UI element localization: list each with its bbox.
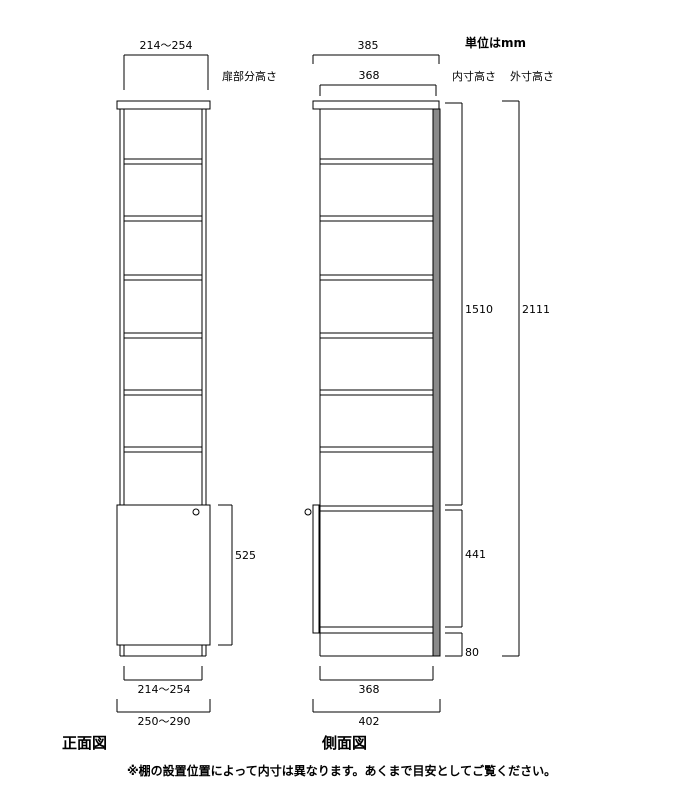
side-shelf	[319, 446, 434, 453]
upper-inner-height-value: 1510	[465, 303, 493, 316]
side-bottom-board	[319, 626, 434, 634]
side-back-panel	[432, 108, 441, 657]
side-door	[312, 504, 320, 634]
front-shelves	[123, 158, 203, 453]
side-outer-depth-label: 402	[359, 715, 380, 728]
door-height-heading: 扉部分高さ	[222, 69, 277, 83]
front-inner-width-dimension: 214～254	[123, 666, 203, 696]
side-shelf	[319, 158, 434, 165]
side-door-knob	[304, 508, 312, 516]
front-shelf	[123, 389, 203, 396]
inner-height-heading: 内寸高さ	[452, 69, 496, 83]
front-shelf	[123, 215, 203, 222]
front-shelf	[123, 274, 203, 281]
outer-height-value: 2111	[522, 303, 550, 316]
front-shelf	[123, 158, 203, 165]
plinth-height-value: 80	[465, 646, 479, 659]
side-inner-depth-top-label: 368	[359, 69, 380, 82]
front-shelf	[123, 332, 203, 339]
side-top-depth-label: 385	[358, 39, 379, 52]
side-outer-depth-dimension: 402	[312, 699, 441, 728]
front-view: 214～254 扉部分高さ 525	[62, 39, 277, 752]
side-shelf	[319, 332, 434, 339]
outer-height-heading: 外寸高さ	[510, 69, 554, 83]
door-height-value: 525	[235, 549, 256, 562]
side-cabinet-body	[319, 109, 440, 657]
front-inner-width-label: 214～254	[138, 683, 191, 696]
side-shelf	[319, 274, 434, 281]
footnote: ※棚の設置位置によって内寸は異なります。あくまで目安としてご覧ください。	[127, 763, 556, 778]
outer-height-dimension: 2111	[502, 100, 550, 657]
front-door	[116, 504, 211, 646]
side-top-depth-dimension: 385	[312, 39, 440, 64]
side-inner-depth-top-dimension: 368	[319, 69, 437, 96]
side-view: 385 368 単位はmm 内寸高さ 外寸高さ	[304, 35, 554, 752]
lower-inner-height-dimension: 441	[445, 509, 486, 628]
front-outer-width-dimension: 250～290	[116, 699, 211, 728]
upper-inner-height-dimension: 1510	[445, 102, 493, 506]
side-inner-depth-bottom-label: 368	[359, 683, 380, 696]
front-top-width-dimension: 214～254	[123, 39, 209, 90]
lower-inner-height-value: 441	[465, 548, 486, 561]
unit-label: 単位はmm	[465, 35, 526, 50]
side-shelf	[319, 389, 434, 396]
front-shelf	[123, 446, 203, 453]
side-shelf	[319, 215, 434, 222]
front-top-width-label: 214～254	[140, 39, 193, 52]
door-knob	[192, 508, 200, 516]
side-shelves	[319, 158, 434, 453]
door-height-dimension: 525	[218, 504, 256, 646]
front-plinth	[123, 644, 203, 657]
plinth-height-dimension: 80	[445, 632, 479, 659]
front-view-title: 正面図	[62, 734, 107, 752]
front-top-board	[116, 100, 211, 110]
side-top-board	[312, 100, 440, 110]
side-view-title: 側面図	[321, 734, 367, 752]
side-inner-depth-bottom-dimension: 368	[319, 666, 434, 696]
front-outer-width-label: 250～290	[138, 715, 191, 728]
